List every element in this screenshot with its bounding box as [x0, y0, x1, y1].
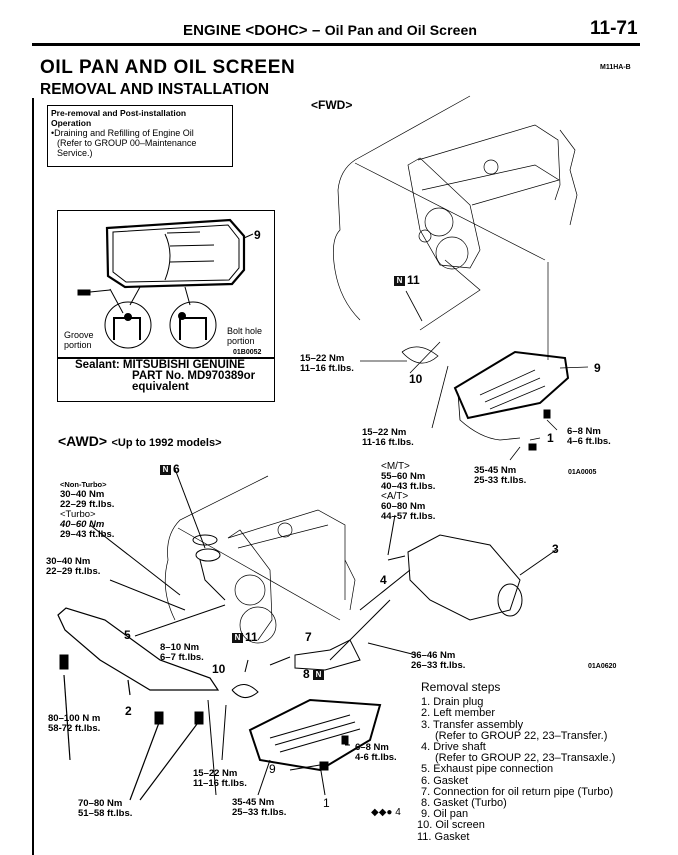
groove-label-line-1: Groove [64, 330, 94, 340]
fwd-torque-screen-bracket: 15–22 Nm 11-16 ft.lbs. [362, 427, 414, 448]
step-item: 7. Connection for oil return pipe (Turbo… [421, 785, 614, 798]
transfer-assembly-drawing [387, 514, 557, 621]
fwd-torque-screen-bolt: 15–22 Nm 11–16 ft.lbs. [300, 353, 354, 374]
awd-callout-7: 7 [305, 630, 312, 644]
sealant-line-3: equivalent [132, 381, 189, 393]
bolt-label-line-1: Bolt hole [227, 326, 263, 336]
header-separator: – [311, 22, 321, 39]
awd-callout-2: 2 [125, 704, 132, 718]
awd-callout-3: 3 [552, 542, 559, 556]
removal-steps-list: Removal steps 1. Drain plug 2. Left memb… [417, 680, 616, 843]
header-rule [32, 43, 640, 46]
awd-callout-4: 4 [380, 573, 387, 587]
bolt-hole-portion-label: Bolt hole portion [227, 326, 262, 346]
pre-removal-box: Pre-removal and Post-installation Operat… [47, 105, 233, 167]
inset-oil-pan-drawing [105, 218, 246, 289]
awd-qualifier: <Up to 1992 models> [111, 437, 222, 449]
header-section: ENGINE <DOHC> [183, 22, 308, 39]
awd-torque-screen: 8–10 Nm 6–7 ft.lbs. [160, 642, 204, 663]
step-item: 4. Drive shaft [421, 741, 486, 754]
awd-torque-turbo-block: <Non-Turbo> 30–40 Nm 22–29 ft.lbs. <Turb… [60, 480, 115, 540]
awd-torque-pan-bolt: 6–8 Nm 4-6 ft.lbs. [355, 742, 397, 763]
awd-callout-8: 8 N [303, 667, 326, 681]
awd-engine-drawing [164, 475, 356, 644]
step-item: 8. Gasket (Turbo) [421, 797, 507, 810]
awd-torque-member: 80–100 N m 58-72 ft.lbs. [48, 713, 101, 734]
fwd-callout-9: 9 [594, 361, 601, 375]
awd-torque-exhaust: 30–40 Nm 22–29 ft.lbs. [46, 556, 101, 577]
pre-removal-heading-1: Pre-removal and Post-installation [51, 108, 187, 118]
inset-figure-code: 01B0052 [233, 349, 262, 356]
installation-marker: ◆◆● 4 [371, 807, 401, 818]
step-item: 11. Gasket [417, 830, 470, 843]
step-note: (Refer to GROUP 22, 23–Transaxle.) [435, 752, 616, 765]
pre-removal-item-3: Service.) [57, 148, 93, 158]
step-item: 10. Oil screen [417, 819, 485, 832]
sealant-inset-frame [57, 210, 275, 402]
awd-torque-drain: 35-45 Nm 25–33 ft.lbs. [232, 797, 287, 818]
sealant-line-1: Sealant: MITSUBISHI GENUINE [75, 359, 245, 371]
awd-title: <AWD> [58, 433, 108, 449]
awd-callout-1: 1 [323, 796, 330, 810]
header-topic: Oil Pan and Oil Screen [324, 22, 478, 38]
sealant-line-2: PART No. MD970389or [132, 370, 256, 382]
awd-torque-pan: 15–22 Nm 11–16 ft.lbs. [193, 768, 247, 789]
fwd-oil-pan-drawing [453, 350, 570, 420]
groove-label-line-2: portion [64, 340, 92, 350]
awd-callout-10: 10 [212, 662, 226, 676]
page-subtitle: REMOVAL AND INSTALLATION [40, 81, 270, 98]
step-item: 5. Exhaust pipe connection [421, 763, 554, 776]
page-title: OIL PAN AND OIL SCREEN [40, 57, 296, 78]
step-note: (Refer to GROUP 22, 23–Transfer.) [435, 729, 608, 742]
fwd-callout-1: 1 [547, 431, 554, 445]
fwd-callout-10: 10 [409, 372, 423, 386]
step-item: 6. Gasket [421, 774, 469, 787]
page-number: 11-71 [590, 18, 638, 39]
fwd-torque-pan-bolt: 6–8 Nm 4–6 ft.lbs. [567, 426, 611, 447]
inset-callout-9: 9 [254, 228, 261, 242]
awd-torque-transaxle: <M/T> 55–60 Nm 40–43 ft.lbs. <A/T> 60–80… [381, 461, 436, 522]
fwd-engine-drawing [333, 95, 578, 360]
step-item: 1. Drain plug [421, 696, 484, 709]
fwd-title: <FWD> [311, 98, 353, 112]
fwd-torque-drain-plug: 35-45 Nm 25-33 ft.lbs. [474, 465, 527, 486]
awd-figure-code: 01A0620 [588, 663, 617, 670]
pre-removal-item-2: (Refer to GROUP 00–Maintenance [57, 138, 197, 148]
step-item: 3. Transfer assembly [421, 718, 524, 731]
step-item: 2. Left member [421, 707, 495, 720]
awd-callout-9: 9 [269, 762, 276, 776]
bolt-label-line-2: portion [227, 336, 255, 346]
awd-torque-member-bolt: 70–80 Nm 51–58 ft.lbs. [78, 798, 133, 819]
fwd-figure-code: 01A0005 [568, 469, 597, 476]
sealant-tube-icon [77, 289, 91, 296]
awd-heading: <AWD> <Up to 1992 models> [58, 433, 222, 451]
running-header: ENGINE <DOHC> – Oil Pan and Oil Screen [183, 22, 477, 39]
awd-callout-5: 5 [124, 628, 131, 642]
sealant-inset-divider [57, 357, 275, 359]
document-code: M11HA-B [600, 64, 631, 71]
groove-portion-label: Groove portion [64, 330, 94, 350]
exhaust-pipe-drawing [89, 468, 226, 637]
sealant-note: Sealant: MITSUBISHI GENUINE PART No. MD9… [75, 359, 256, 393]
pre-removal-heading-2: Operation [51, 118, 92, 128]
left-member-drawing [57, 607, 220, 801]
awd-torque-shaft: 36–46 Nm 26–33 ft.lbs. [411, 650, 466, 671]
pre-removal-item-1: •Draining and Refilling of Engine Oil [51, 128, 194, 138]
new-part-badge: N [394, 275, 405, 286]
removal-steps-heading: Removal steps [421, 680, 501, 694]
margin-bar [32, 98, 34, 855]
step-item: 9. Oil pan [421, 808, 469, 821]
